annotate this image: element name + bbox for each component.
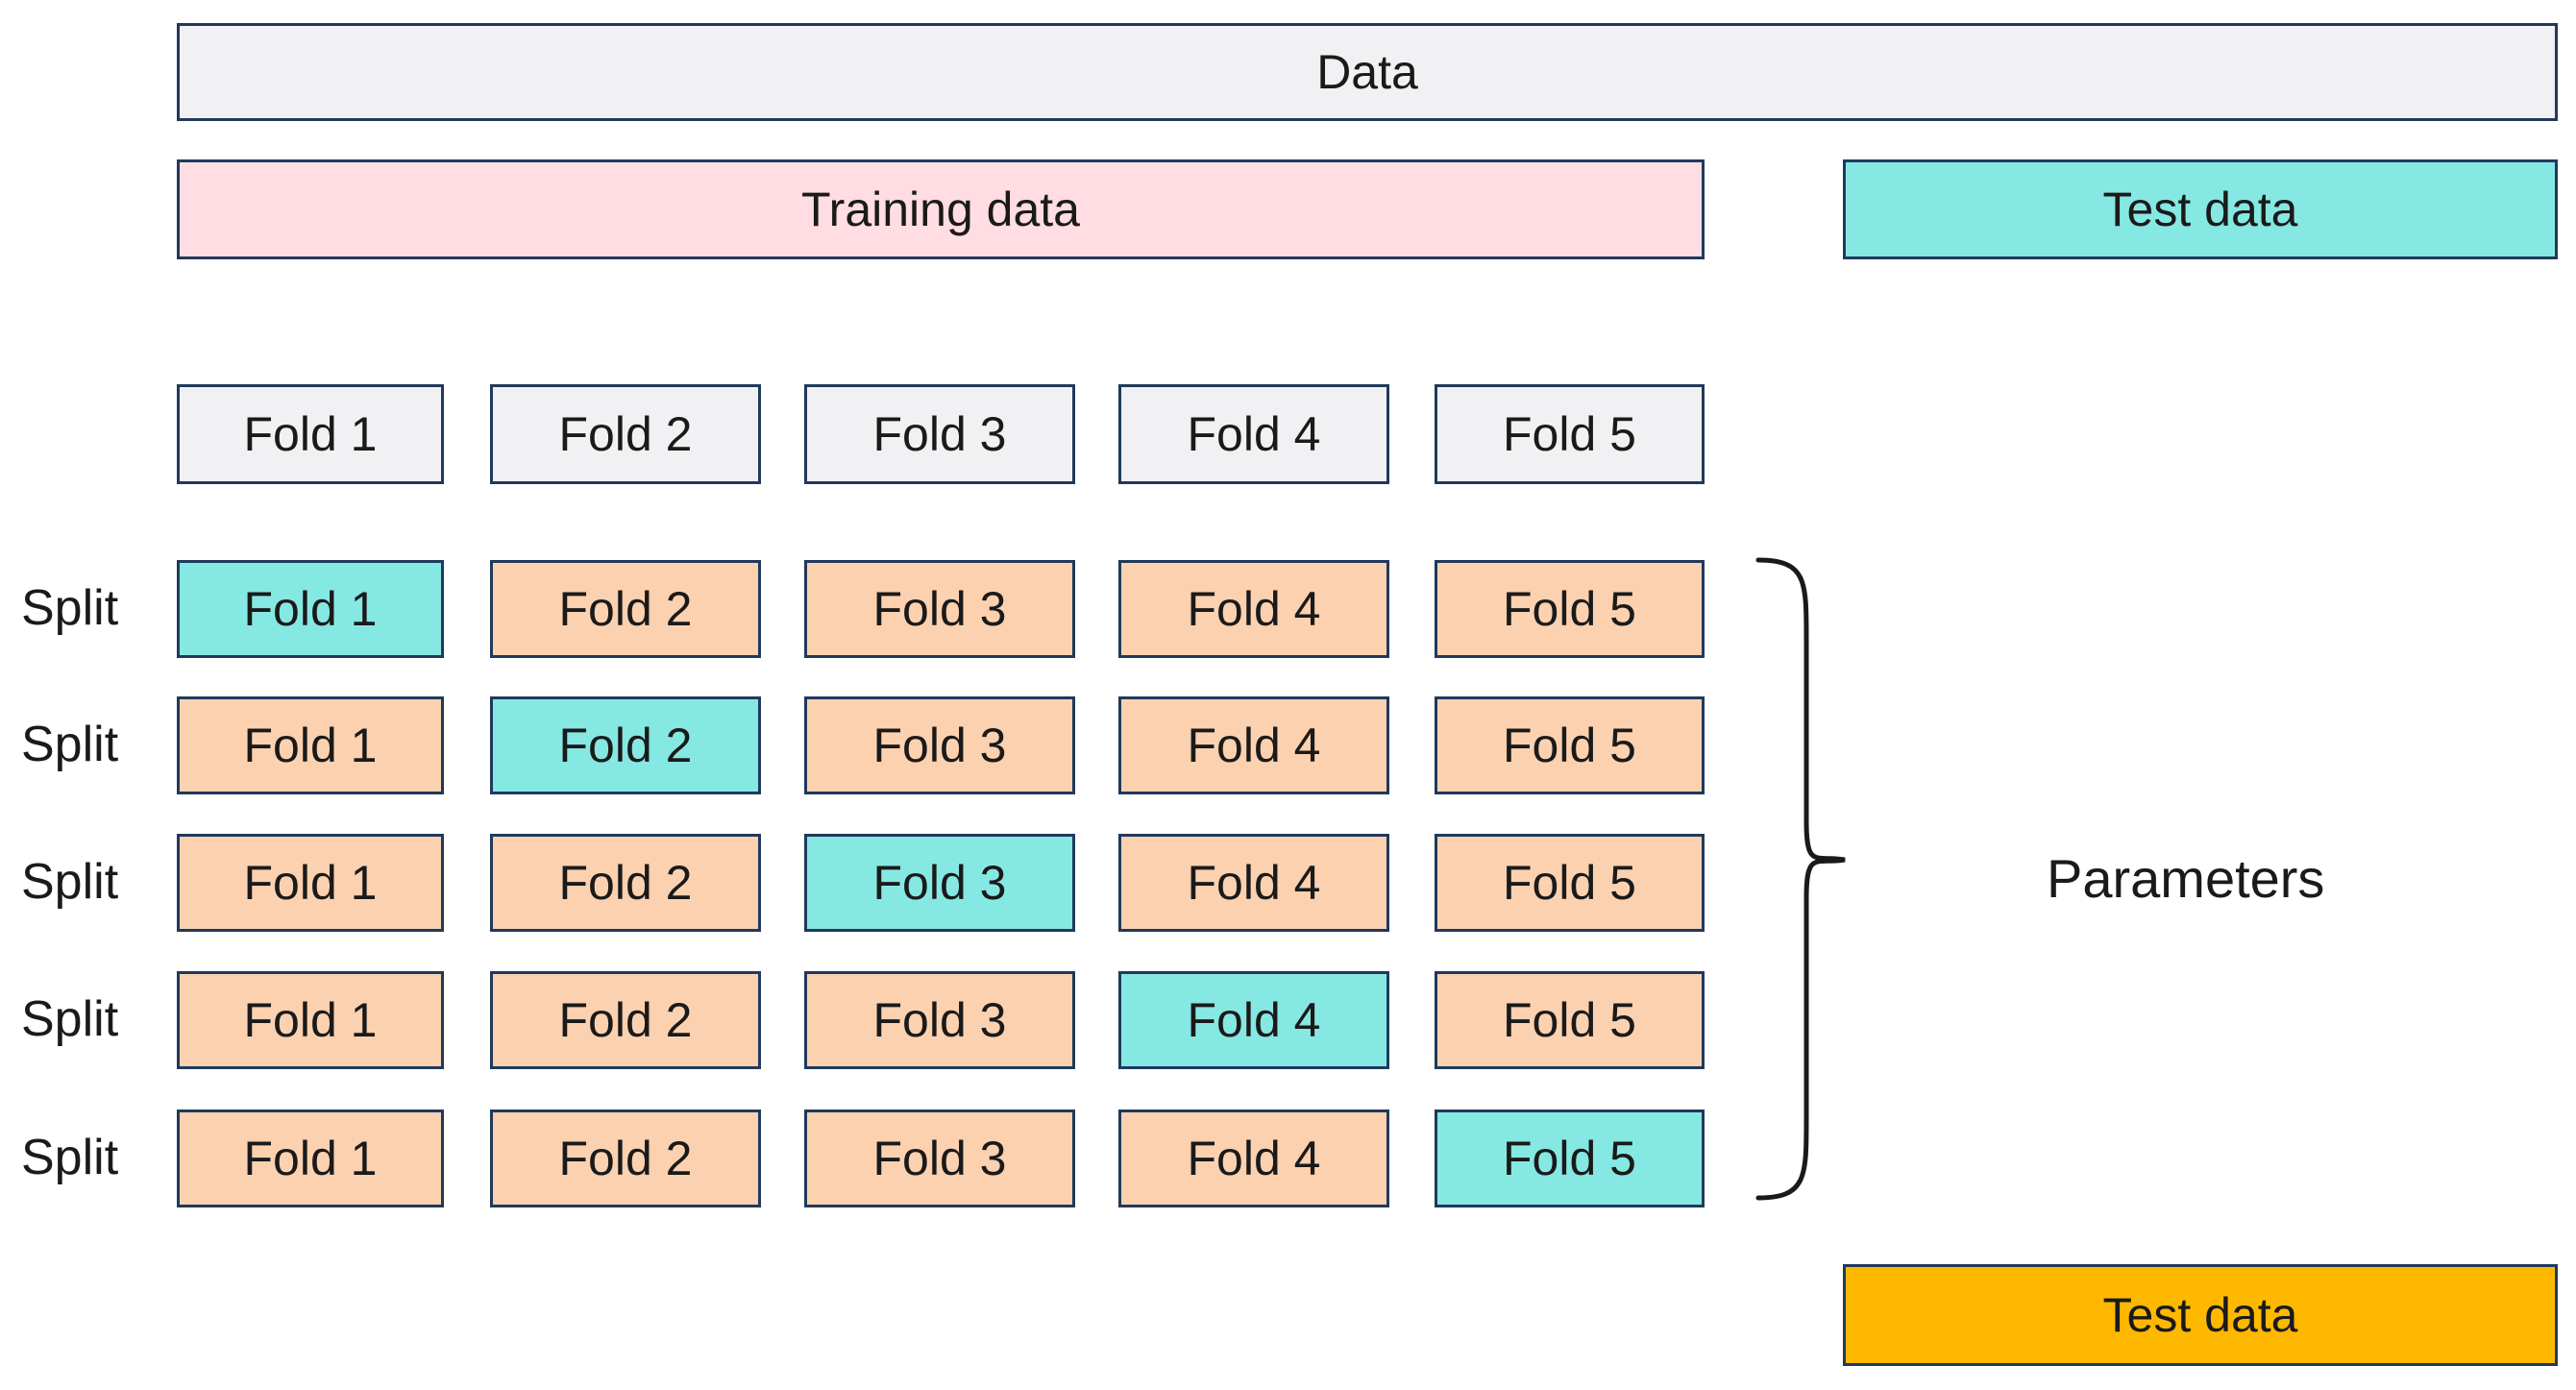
- fold-label: Fold 4: [1187, 582, 1321, 636]
- split-1-fold-1: Fold 1: [177, 560, 444, 658]
- data-bar: Data: [177, 23, 2558, 121]
- split-label: Split: [21, 717, 119, 772]
- split-1-fold-2: Fold 2: [490, 560, 761, 658]
- fold-label: Fold 2: [558, 719, 693, 772]
- split-label: Split: [21, 854, 119, 910]
- fold-label: Fold 5: [1503, 856, 1636, 910]
- fold-label: Fold 3: [872, 993, 1007, 1047]
- split-3-fold-2: Fold 2: [490, 834, 761, 932]
- split-2-fold-2: Fold 2: [490, 696, 761, 794]
- training-data-label: Training data: [801, 183, 1080, 236]
- fold-label: Fold 1: [243, 582, 378, 636]
- fold-label: Fold 1: [243, 993, 378, 1047]
- split-4-fold-4: Fold 4: [1118, 971, 1389, 1069]
- fold-header-2: Fold 2: [490, 384, 761, 484]
- fold-header-4: Fold 4: [1118, 384, 1389, 484]
- split-2-fold-3: Fold 3: [804, 696, 1075, 794]
- fold-label: Fold 2: [558, 1132, 693, 1185]
- final-test-data-label: Test data: [2102, 1288, 2298, 1342]
- split-2-fold-5: Fold 5: [1435, 696, 1705, 794]
- split-2-fold-1: Fold 1: [177, 696, 444, 794]
- fold-header-label: Fold 3: [872, 407, 1007, 461]
- fold-label: Fold 3: [872, 1132, 1007, 1185]
- final-test-data-bar: Test data: [1843, 1264, 2558, 1366]
- fold-label: Fold 5: [1503, 993, 1636, 1047]
- split-5-fold-5: Fold 5: [1435, 1110, 1705, 1207]
- split-label: Split: [21, 1130, 119, 1185]
- split-1-fold-5: Fold 5: [1435, 560, 1705, 658]
- test-data-bar: Test data: [1843, 159, 2558, 259]
- split-3-fold-3: Fold 3: [804, 834, 1075, 932]
- fold-header-3: Fold 3: [804, 384, 1075, 484]
- fold-label: Fold 5: [1503, 719, 1636, 772]
- split-4-fold-2: Fold 2: [490, 971, 761, 1069]
- fold-label: Fold 1: [243, 856, 378, 910]
- split-5-fold-2: Fold 2: [490, 1110, 761, 1207]
- split-label: Split: [21, 580, 119, 636]
- fold-header-5: Fold 5: [1435, 384, 1705, 484]
- split-4-fold-1: Fold 1: [177, 971, 444, 1069]
- fold-header-label: Fold 1: [243, 407, 378, 461]
- split-5-fold-4: Fold 4: [1118, 1110, 1389, 1207]
- fold-label: Fold 3: [872, 582, 1007, 636]
- split-3-fold-4: Fold 4: [1118, 834, 1389, 932]
- curly-brace: [1755, 557, 1846, 1201]
- test-data-label: Test data: [2102, 183, 2298, 236]
- split-4-fold-3: Fold 3: [804, 971, 1075, 1069]
- fold-label: Fold 4: [1187, 993, 1321, 1047]
- fold-label: Fold 3: [872, 719, 1007, 772]
- fold-header-label: Fold 2: [558, 407, 693, 461]
- fold-label: Fold 4: [1187, 856, 1321, 910]
- fold-label: Fold 2: [558, 582, 693, 636]
- fold-label: Fold 1: [243, 719, 378, 772]
- parameters-label: Parameters: [2047, 848, 2325, 909]
- data-label: Data: [1316, 45, 1418, 99]
- fold-label: Fold 4: [1187, 719, 1321, 772]
- split-3-fold-1: Fold 1: [177, 834, 444, 932]
- fold-header-label: Fold 5: [1503, 407, 1636, 461]
- split-3-fold-5: Fold 5: [1435, 834, 1705, 932]
- fold-header-1: Fold 1: [177, 384, 444, 484]
- split-5-fold-1: Fold 1: [177, 1110, 444, 1207]
- fold-header-label: Fold 4: [1187, 407, 1321, 461]
- fold-label: Fold 4: [1187, 1132, 1321, 1185]
- split-1-fold-3: Fold 3: [804, 560, 1075, 658]
- fold-label: Fold 3: [872, 856, 1007, 910]
- split-5-fold-3: Fold 3: [804, 1110, 1075, 1207]
- split-label: Split: [21, 991, 119, 1047]
- fold-label: Fold 5: [1503, 582, 1636, 636]
- fold-label: Fold 5: [1503, 1132, 1636, 1185]
- fold-label: Fold 1: [243, 1132, 378, 1185]
- split-4-fold-5: Fold 5: [1435, 971, 1705, 1069]
- fold-label: Fold 2: [558, 856, 693, 910]
- split-2-fold-4: Fold 4: [1118, 696, 1389, 794]
- split-1-fold-4: Fold 4: [1118, 560, 1389, 658]
- training-data-bar: Training data: [177, 159, 1705, 259]
- fold-label: Fold 2: [558, 993, 693, 1047]
